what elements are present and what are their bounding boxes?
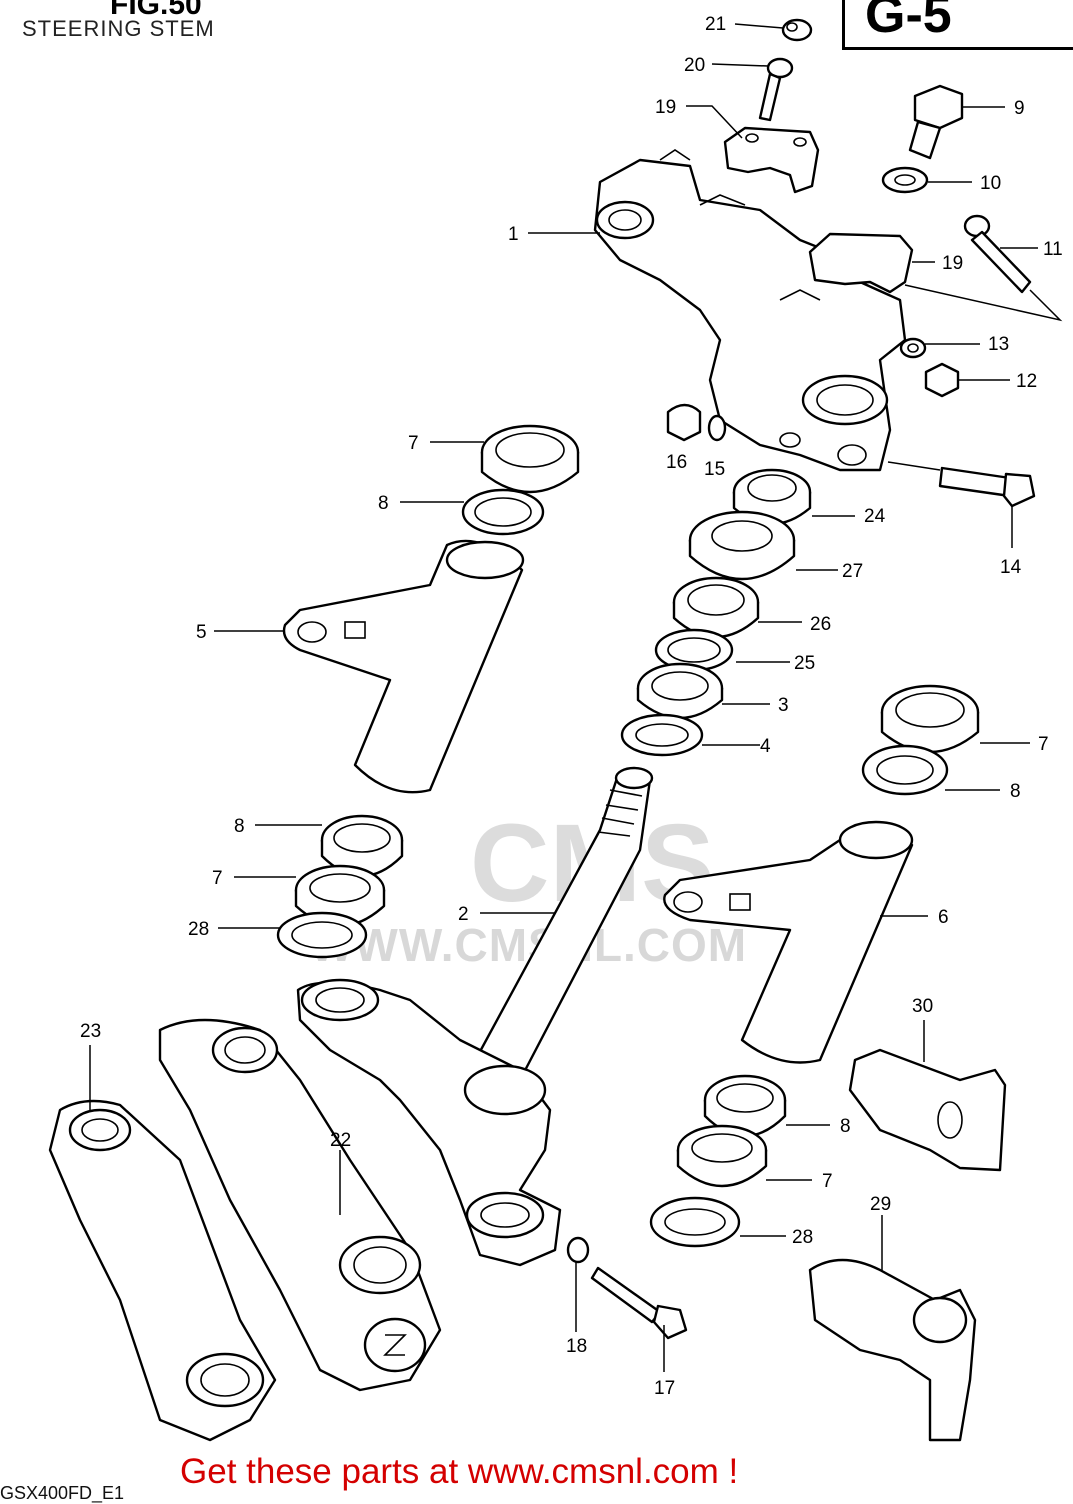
part-28-lower-right-seal	[649, 1196, 741, 1248]
callout-8-upper-right: 8	[1010, 781, 1021, 802]
part-15-washer	[707, 414, 727, 442]
callout-28-left: 28	[188, 919, 209, 940]
page-title: STEERING STEM	[22, 16, 215, 41]
part-1-upper-bracket	[593, 149, 907, 472]
part-19-handlebar-clamp-lower	[808, 232, 914, 294]
callout-3: 3	[778, 695, 789, 716]
part-14-bolt	[938, 466, 1036, 508]
callout-14: 14	[1000, 557, 1022, 578]
callout-22: 22	[330, 1130, 351, 1151]
callout-1: 1	[508, 224, 519, 245]
part-17-bolt	[590, 1266, 688, 1340]
fig-label: FIG.50	[110, 0, 202, 21]
parts-store-link[interactable]: Get these parts at www.cmsnl.com !	[180, 1452, 739, 1491]
part-18-washer	[566, 1236, 590, 1264]
callout-13: 13	[988, 334, 1009, 355]
callout-26: 26	[810, 614, 831, 635]
part-2-steering-stem	[468, 766, 654, 1082]
part-7-upper-left-cover	[480, 424, 580, 494]
callout-8-lower-right: 8	[840, 1116, 851, 1137]
part-8-upper-left-ring	[461, 488, 545, 536]
callout-29: 29	[870, 1194, 891, 1215]
callout-7-upper-right: 7	[1038, 734, 1049, 755]
callout-7-upper-left: 7	[408, 433, 419, 454]
callout-12: 12	[1016, 371, 1037, 392]
part-5-left-headlight-bracket	[282, 539, 525, 794]
callout-24: 24	[864, 506, 886, 527]
leader-lines	[89, 23, 1063, 1372]
part-19-handlebar-clamp-upper	[723, 126, 820, 194]
callout-8-upper-left: 8	[378, 493, 389, 514]
callout-20: 20	[684, 55, 705, 76]
page-code-box: G-5	[842, 0, 1073, 50]
part-20-bolt	[758, 57, 794, 122]
callout-23: 23	[80, 1021, 101, 1042]
part-22-emblem-cover	[158, 1018, 442, 1392]
callout-8-lower-left: 8	[234, 816, 245, 837]
part-11-bolt	[963, 214, 1032, 294]
part-26-bearing	[672, 576, 760, 639]
callout-10: 10	[980, 173, 1001, 194]
callout-27: 27	[842, 561, 863, 582]
model-code: GSX400FD_E1	[0, 1483, 125, 1503]
part-30-steering-lock	[848, 1048, 1007, 1172]
callout-17: 17	[654, 1378, 675, 1399]
part-22-lower-bracket	[296, 978, 562, 1267]
part-7-upper-right-cover	[880, 684, 980, 754]
callout-7-lower-left: 7	[212, 868, 223, 889]
part-10-washer	[881, 166, 929, 194]
part-9-hex-bolt	[908, 84, 964, 160]
part-4-race	[620, 713, 704, 757]
part-23-lower-cover	[48, 1099, 277, 1442]
part-27-dust-seal	[688, 510, 796, 581]
part-16-cap-nut	[666, 403, 702, 442]
callout-18: 18	[566, 1336, 587, 1357]
callout-30: 30	[912, 996, 933, 1017]
part-3-bearing	[636, 662, 724, 720]
callout-9: 9	[1014, 98, 1025, 119]
part-12-cap-nut	[924, 362, 960, 398]
callout-15: 15	[704, 459, 725, 480]
callout-16: 16	[666, 452, 687, 473]
callout-5: 5	[196, 622, 207, 643]
callout-19-upper: 19	[655, 97, 676, 118]
callout-21: 21	[705, 14, 726, 35]
part-6-right-headlight-bracket	[663, 820, 914, 1064]
part-21-screw	[781, 18, 813, 42]
callout-25: 25	[794, 653, 815, 674]
part-13-washer	[899, 337, 927, 359]
part-24-nut	[732, 468, 812, 526]
part-7-lower-right-cover	[676, 1124, 768, 1188]
callout-19-lower: 19	[942, 253, 963, 274]
part-8-upper-right-ring	[861, 744, 949, 796]
part-29-lock-cylinder	[808, 1258, 977, 1442]
callout-6: 6	[938, 907, 949, 928]
callout-7-lower-right: 7	[822, 1171, 833, 1192]
callout-11: 11	[1043, 239, 1063, 260]
part-28-lower-left-seal	[276, 911, 368, 959]
callout-2: 2	[458, 904, 469, 925]
callout-labels: 21 20 19 9 10 11 1 19 13 12 16 15 14 24 …	[80, 14, 1063, 1399]
callout-4: 4	[760, 736, 771, 757]
callout-28-right: 28	[792, 1227, 813, 1248]
